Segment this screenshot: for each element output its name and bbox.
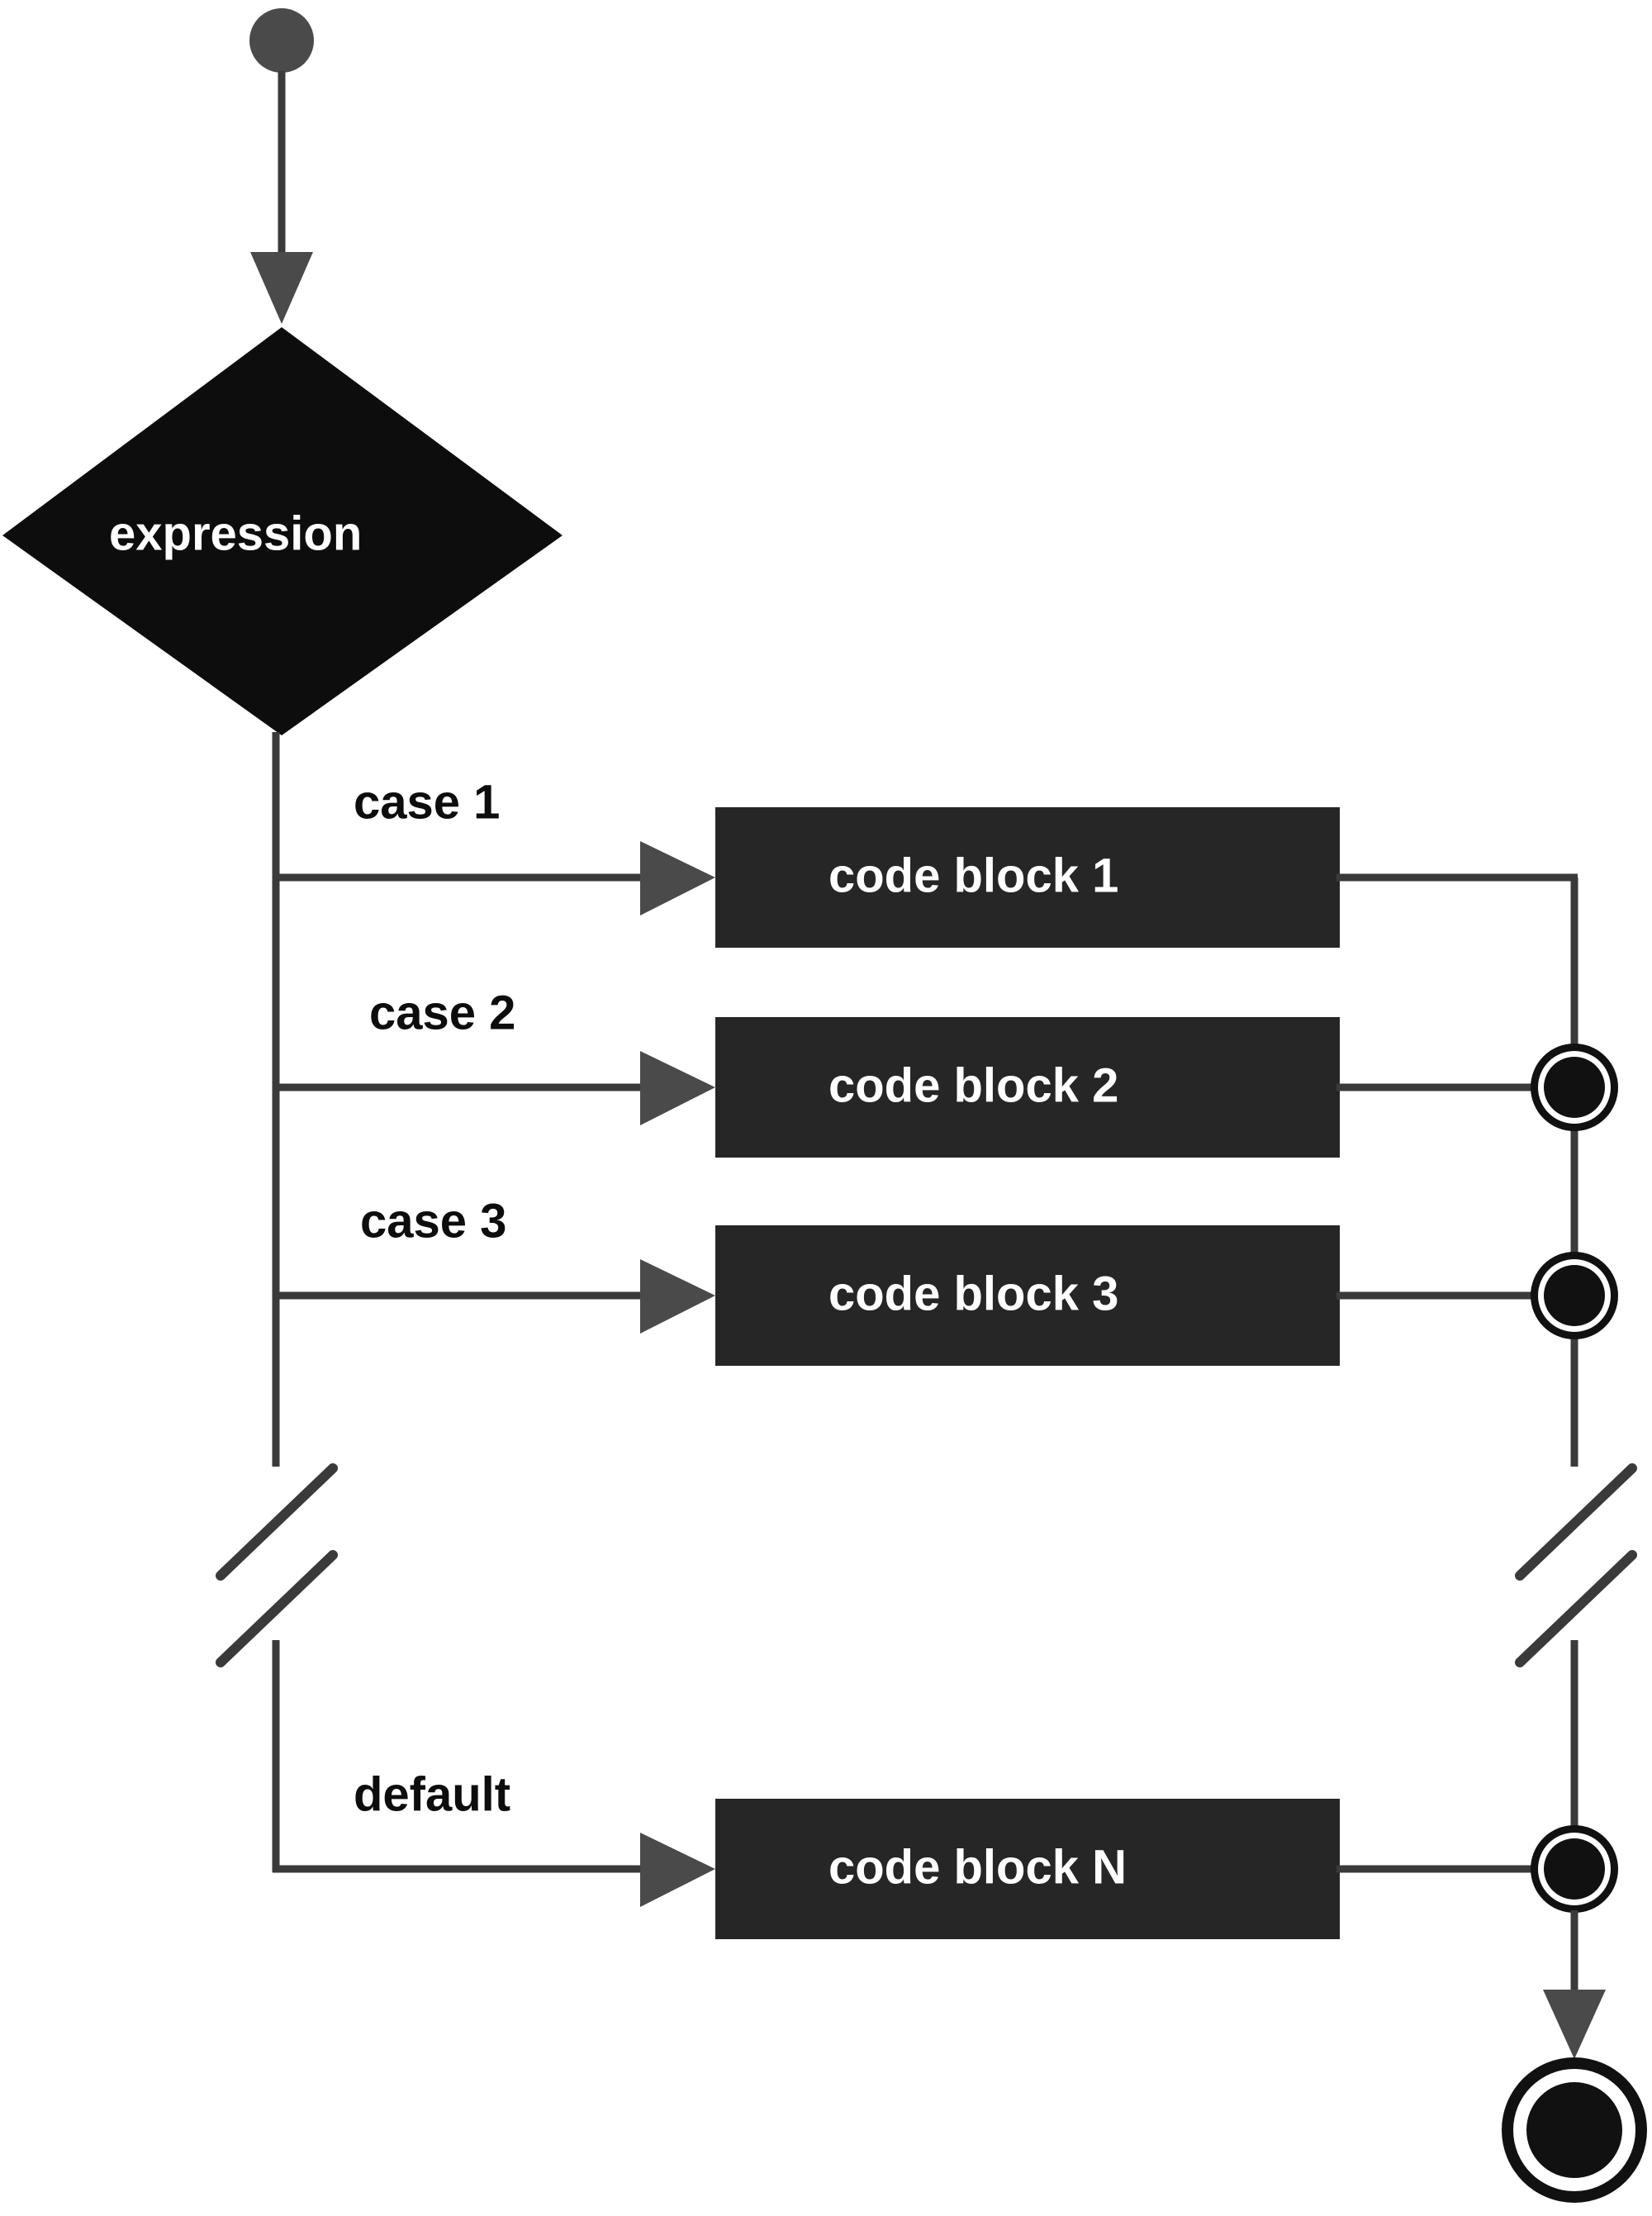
action-label-code-block-1: code block 1 — [828, 849, 1118, 902]
branch-row-case-3: case 3 code block 3 — [276, 1194, 1618, 1366]
merge-node-2 — [1531, 1252, 1618, 1339]
action-label-code-block-3: code block 3 — [828, 1267, 1118, 1320]
final-node — [1502, 2057, 1647, 2203]
merge-node-1 — [1531, 1044, 1618, 1131]
guard-label-case-2: case 2 — [369, 986, 515, 1039]
action-label-code-block-n: code block N — [828, 1840, 1127, 1894]
merge-node-3 — [1531, 1825, 1618, 1913]
flow-merge-to-final — [1543, 1910, 1606, 2059]
action-label-code-block-2: code block 2 — [828, 1058, 1118, 1112]
flow-case-3 — [276, 1259, 715, 1334]
action-node-code-block-n: code block N — [715, 1799, 1340, 1939]
decision-node-expression: expression — [2, 327, 563, 735]
flow-initial-to-decision — [250, 71, 313, 324]
branch-row-case-2: case 2 code block 2 — [276, 986, 1618, 1158]
break-mark-left-icon — [216, 1463, 338, 1667]
guard-label-default: default — [354, 1767, 510, 1821]
flow-case-1 — [276, 841, 715, 915]
flow-default — [273, 1833, 715, 1907]
break-mark-right-icon — [1515, 1463, 1637, 1667]
action-node-code-block-2: code block 2 — [715, 1017, 1340, 1158]
decision-label: expression — [109, 506, 362, 560]
branch-row-default: default code block N — [273, 1767, 1618, 1939]
guard-label-case-3: case 3 — [360, 1194, 506, 1248]
action-node-code-block-1: code block 1 — [715, 807, 1340, 948]
initial-node — [249, 8, 314, 73]
branch-row-case-1: case 1 code block 1 — [276, 775, 1578, 948]
guard-label-case-1: case 1 — [354, 775, 500, 829]
action-node-code-block-3: code block 3 — [715, 1225, 1340, 1366]
flow-case-2 — [276, 1051, 715, 1125]
